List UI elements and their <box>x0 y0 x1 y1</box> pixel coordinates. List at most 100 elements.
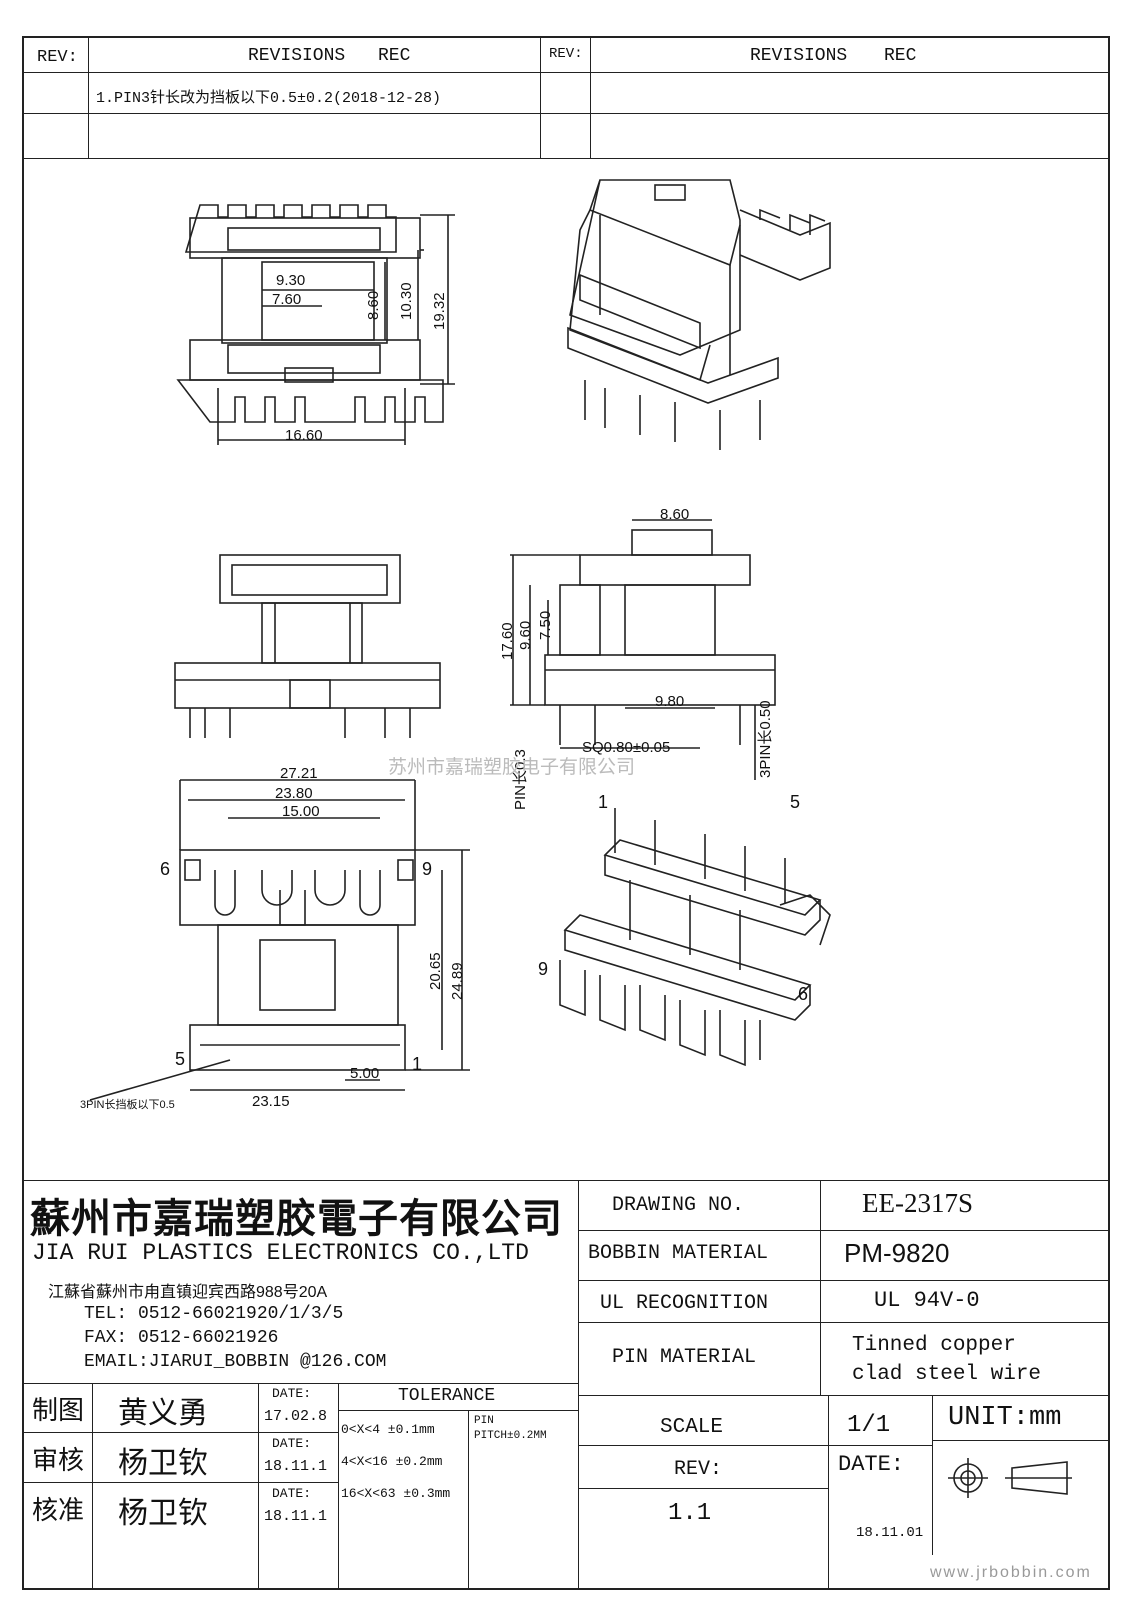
bobbin-material-label: BOBBIN MATERIAL <box>588 1242 769 1265</box>
title-line <box>828 1395 829 1588</box>
title-line <box>92 1383 93 1588</box>
pin-label: PIN <box>474 1415 494 1427</box>
title-line <box>24 1432 338 1433</box>
dim-bot-2: 23.80 <box>275 785 313 802</box>
unit-label: UNIT:mm <box>948 1403 1062 1433</box>
title-line <box>932 1440 1108 1441</box>
scale-label: SCALE <box>660 1416 724 1439</box>
bobbin-material: PM-9820 <box>844 1238 950 1268</box>
pin-material-label: PIN MATERIAL <box>612 1346 757 1369</box>
company-fax: FAX: 0512-66021926 <box>84 1328 279 1348</box>
dim-side-2: 17.60 <box>499 622 516 660</box>
dim-bot-3: 15.00 <box>282 803 320 820</box>
dim-bot-7: 23.15 <box>252 1093 290 1110</box>
rev-line <box>24 158 1108 159</box>
dim-top-1: 9.30 <box>276 272 305 289</box>
pin-material-2: clad steel wire <box>852 1363 1042 1386</box>
rev-line <box>590 38 591 158</box>
side-view <box>510 519 776 780</box>
title-line <box>468 1410 469 1588</box>
drawing-frame <box>22 36 1110 1590</box>
dim-bot-6: 5.00 <box>350 1065 379 1082</box>
ul-label: UL RECOGNITION <box>600 1292 769 1315</box>
title-line <box>24 1383 578 1384</box>
iso-view-bottom <box>559 808 831 1067</box>
name-checked: 杨卫钦 <box>118 1447 208 1480</box>
dim-side-3: 9.60 <box>517 621 534 650</box>
rev-line <box>24 72 1108 73</box>
date-checked: 18.11.1 <box>264 1458 328 1475</box>
dim-side-8: PIN长0.3 <box>512 749 529 810</box>
dim-bot-5: 24.89 <box>449 962 466 1000</box>
date-label-drawn: DATE: <box>272 1386 312 1401</box>
date-drawn: 17.02.8 <box>264 1408 328 1425</box>
technical-views: 9.30 7.60 8.60 10.30 19.32 16.60 8.60 17… <box>80 179 831 1111</box>
title-line <box>578 1445 933 1446</box>
pin-9: 9 <box>422 859 432 879</box>
title-line <box>24 1482 338 1483</box>
tolerance-row-2: 4<X<16 ±0.2mm <box>341 1454 443 1469</box>
date-approved: 18.11.1 <box>264 1508 328 1525</box>
date-label-approved: DATE: <box>272 1486 312 1501</box>
iso-pin-9: 9 <box>538 959 548 979</box>
dim-top-4: 10.30 <box>398 282 415 320</box>
drawing-no: EE-2317S <box>862 1188 973 1218</box>
tolerance-row-1: 0<X<4 ±0.1mm <box>341 1422 435 1437</box>
dim-side-6: SQ0.80±0.05 <box>582 739 670 756</box>
date-label-bottom: DATE: <box>838 1452 905 1477</box>
rec-header-right: REC <box>884 46 917 66</box>
rev-line <box>540 38 541 158</box>
title-line <box>24 1180 1108 1181</box>
tolerance-row-3: 16<X<63 ±0.3mm <box>341 1486 451 1501</box>
pin-5: 5 <box>175 1049 185 1069</box>
dim-bot-4: 20.65 <box>427 952 444 990</box>
company-address: 江蘇省蘇州市甪直镇迎宾西路988号20A <box>48 1284 328 1301</box>
tolerance-title: TOLERANCE <box>398 1386 496 1406</box>
title-line <box>578 1322 1108 1323</box>
bottom-view <box>89 779 470 1101</box>
ul-value: UL 94V-0 <box>874 1288 980 1313</box>
website-watermark: www.jrbobbin.com <box>930 1564 1092 1581</box>
dim-top-3: 8.60 <box>365 291 382 320</box>
title-line <box>338 1410 578 1411</box>
name-drawn: 黄义勇 <box>118 1397 208 1430</box>
name-approved: 杨卫钦 <box>118 1497 208 1530</box>
dim-top-5: 19.32 <box>431 292 448 330</box>
title-line <box>578 1488 828 1489</box>
front-view <box>174 554 441 738</box>
company-name-cn: 蘇州市嘉瑞塑胶電子有限公司 <box>30 1196 563 1241</box>
rev-label-right: REV: <box>549 46 583 62</box>
rev-label-bottom: REV: <box>674 1458 723 1481</box>
top-view <box>176 204 455 445</box>
scale-value: 1/1 <box>847 1412 891 1439</box>
role-approved: 核准 <box>32 1495 85 1525</box>
dim-side-7: 3PIN长0.50 <box>757 700 774 778</box>
revision-entry: 1.PIN3针长改为挡板以下0.5±0.2(2018-12-28) <box>96 90 442 107</box>
date-value: 18.11.01 <box>856 1525 924 1541</box>
center-watermark: 苏州市嘉瑞塑胶电子有限公司 <box>388 757 636 778</box>
dim-side-1: 8.60 <box>660 506 689 523</box>
title-line <box>578 1180 579 1588</box>
bottom-note: 3PIN长挡板以下0.5 <box>80 1097 175 1111</box>
dim-side-5: 9.80 <box>655 693 684 710</box>
title-line <box>578 1230 1108 1231</box>
title-line <box>578 1395 1108 1396</box>
title-line <box>258 1383 259 1588</box>
company-tel: TEL: 0512-66021920/1/3/5 <box>84 1304 344 1324</box>
rev-value: 1.1 <box>668 1500 712 1527</box>
dim-top-6: 16.60 <box>285 427 323 444</box>
rev-line <box>88 38 89 158</box>
pin-6: 6 <box>160 859 170 879</box>
role-checked: 审核 <box>32 1445 85 1475</box>
drawing-no-label: DRAWING NO. <box>612 1194 745 1217</box>
revisions-header-right: REVISIONS <box>750 46 848 66</box>
iso-view-top <box>567 179 831 450</box>
rec-header: REC <box>378 46 411 66</box>
pin-pitch: PITCH±0.2MM <box>474 1430 547 1442</box>
pin-1: 1 <box>412 1054 422 1074</box>
revisions-header: REVISIONS <box>248 46 346 66</box>
title-line <box>578 1280 1108 1281</box>
rev-label: REV: <box>37 48 78 67</box>
iso-pin-5: 5 <box>790 792 800 812</box>
title-line <box>338 1383 339 1588</box>
